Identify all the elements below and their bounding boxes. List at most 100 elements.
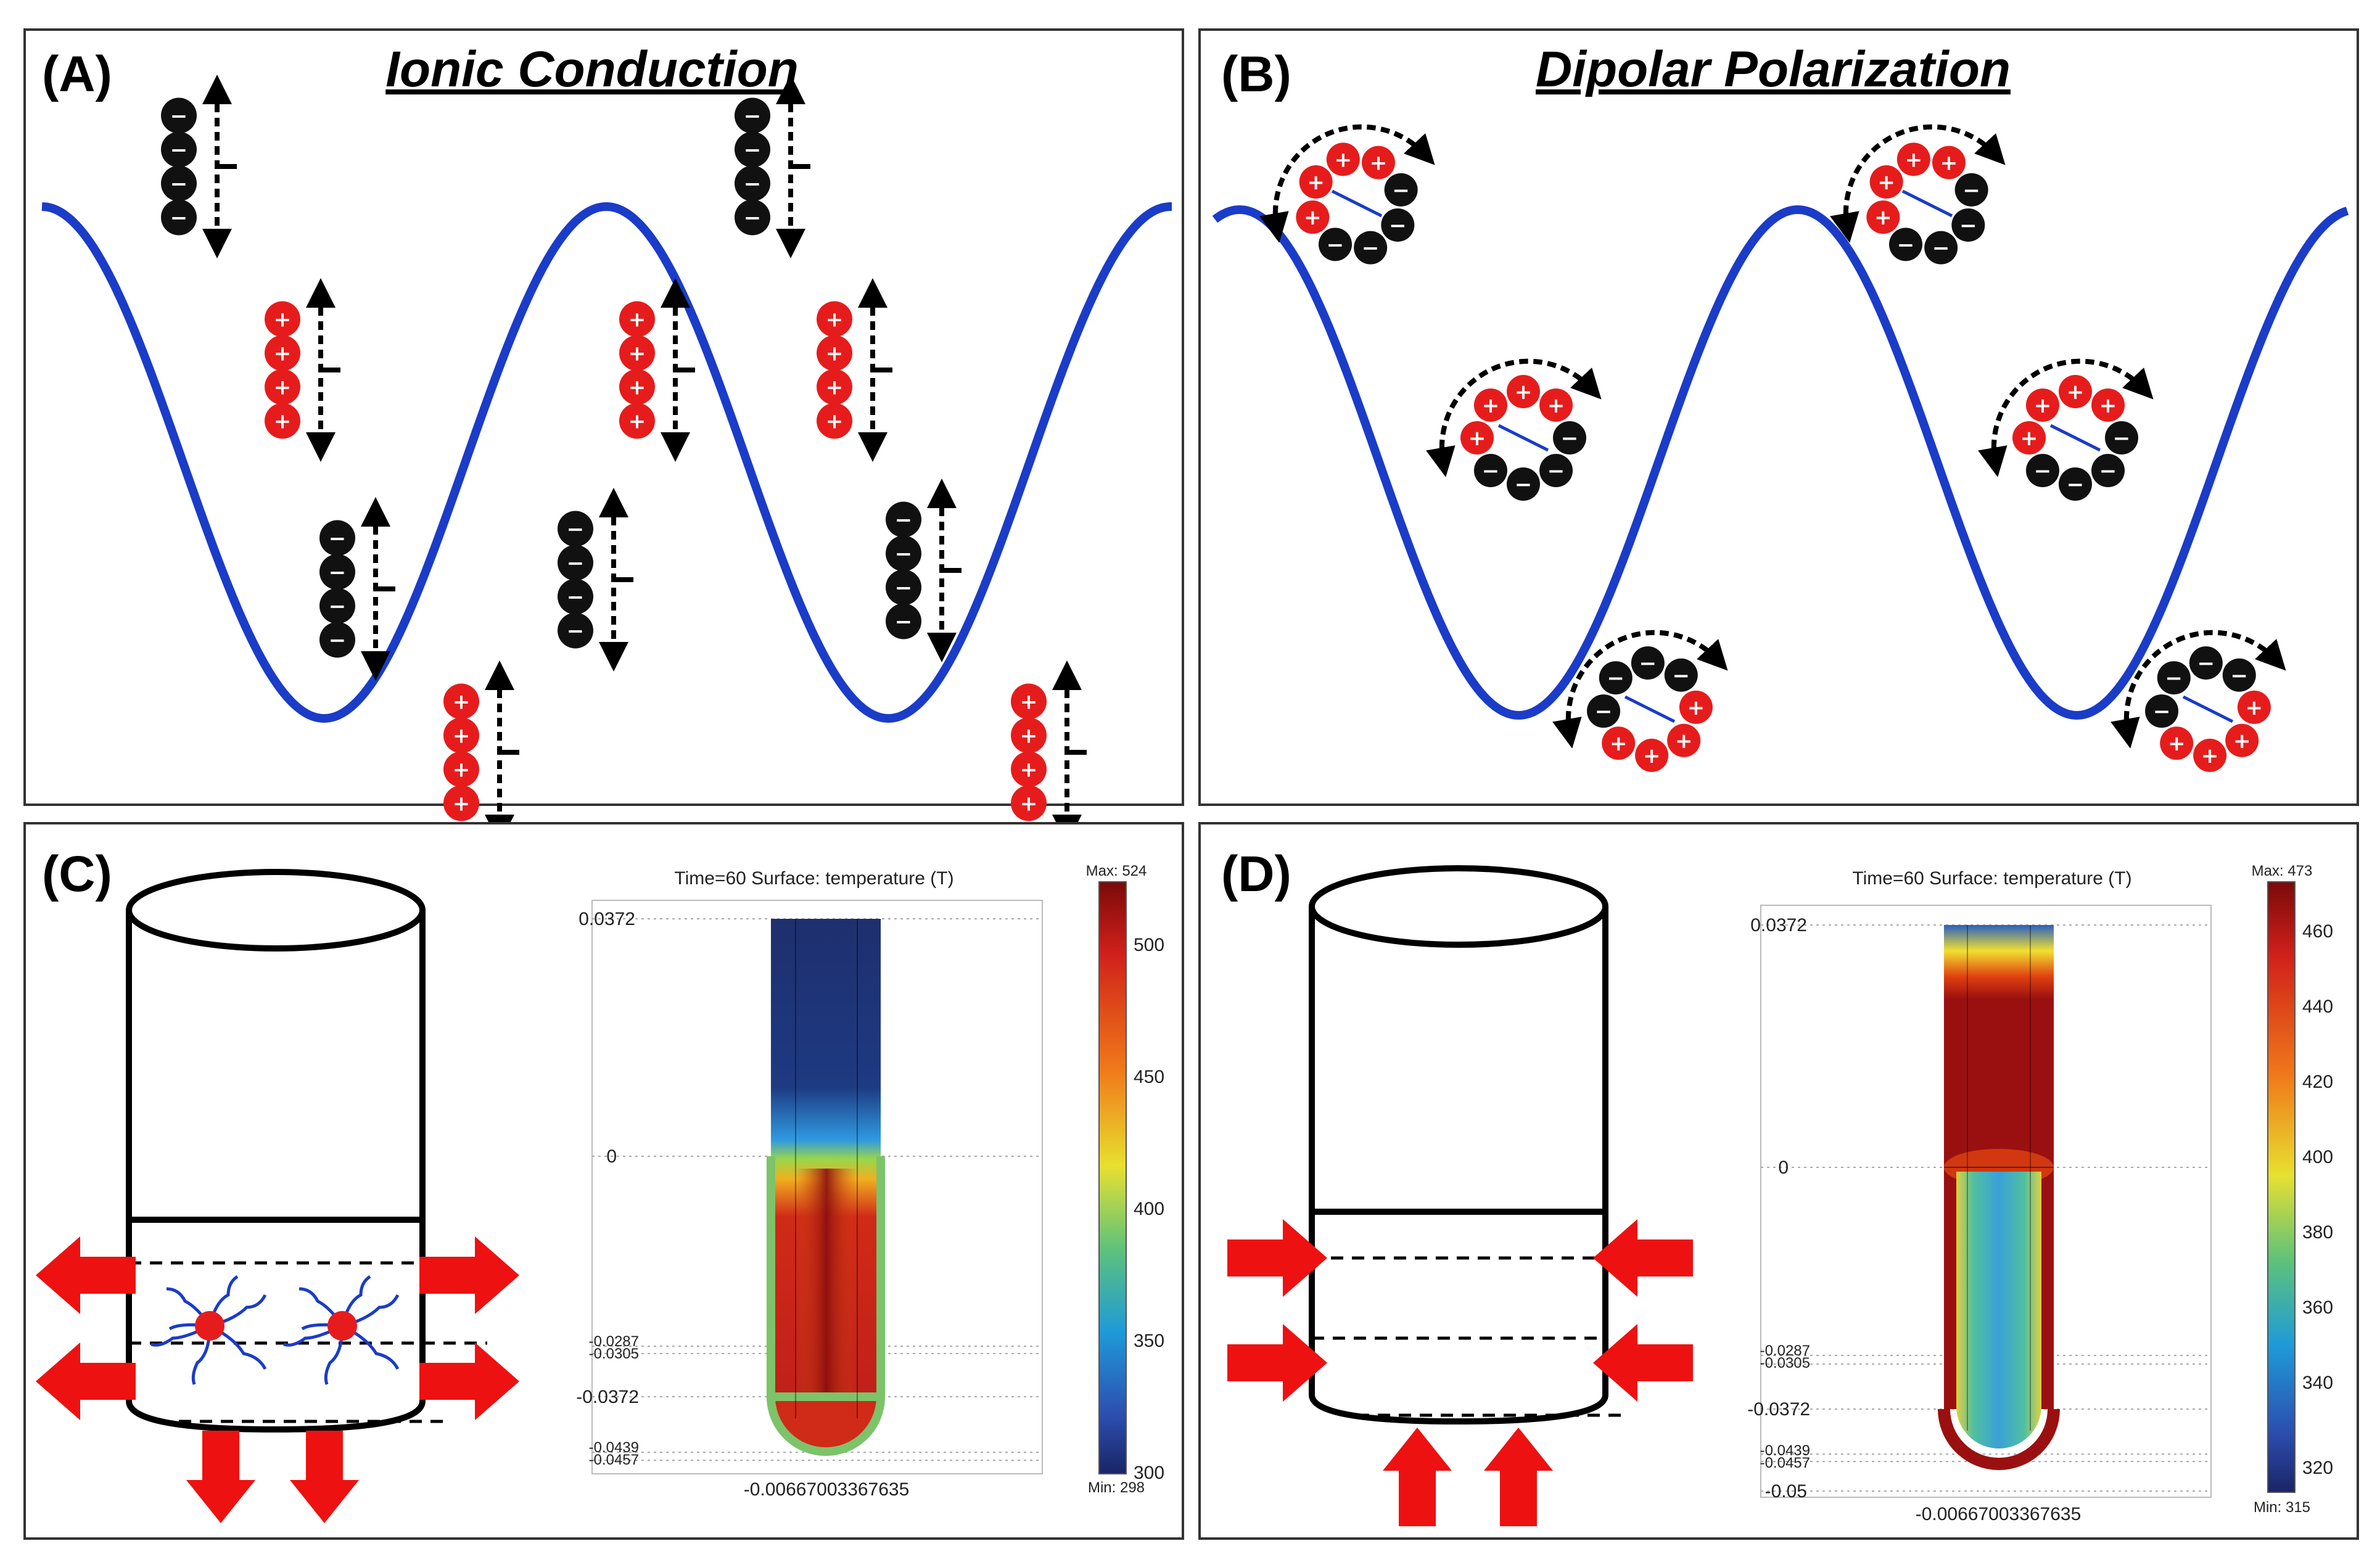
cb-tick: 500 (1134, 935, 1164, 955)
positive-ion: + (265, 335, 300, 371)
positive-ion-stack: ++++ (265, 278, 340, 462)
svg-text:+: + (1307, 170, 1325, 195)
svg-text:−: − (1327, 232, 1344, 257)
svg-text:−: − (1561, 426, 1579, 451)
svg-text:−: − (1932, 236, 1950, 261)
vessel-c (126, 869, 426, 1433)
cb-tick: 380 (2302, 1222, 2333, 1243)
negative-ion-stack: −−−− (735, 75, 810, 258)
negative-ion: − (1924, 231, 1958, 265)
svg-text:+: + (2201, 744, 2219, 768)
panel-a-label: (A) (42, 46, 112, 102)
cb-tick: 320 (2302, 1458, 2333, 1478)
positive-ion: + (443, 717, 479, 754)
y-tick: -0.0287 (589, 1333, 639, 1350)
svg-text:−: − (1639, 651, 1657, 676)
dipole-clusters-b: −−−−++++−−−−++++−−−−++++−−−−++++−−−−++++… (1259, 124, 2286, 772)
positive-ion: + (443, 785, 479, 821)
arrow-left-upper-c (36, 1236, 136, 1314)
svg-text:+: + (1515, 380, 1533, 405)
svg-text:+: + (2233, 729, 2251, 754)
negative-ion: − (1384, 173, 1418, 207)
svg-text:−: − (744, 172, 762, 197)
svg-text:−: − (895, 542, 913, 567)
svg-text:−: − (2165, 666, 2183, 691)
svg-text:−: − (2231, 664, 2249, 688)
svg-text:+: + (453, 690, 471, 715)
panel-c-label: (C) (42, 846, 112, 902)
negative-ion: − (1889, 228, 1923, 261)
positive-ion: + (619, 369, 655, 405)
positive-ion: + (1932, 146, 1966, 179)
positive-ion: + (619, 403, 655, 439)
sim-header-d: Time=60 Surface: temperature (T) (1852, 868, 2131, 889)
negative-ion: − (319, 520, 355, 556)
negative-ion: − (558, 511, 593, 547)
svg-text:+: + (1020, 758, 1038, 783)
positive-ion: + (817, 301, 852, 337)
negative-ion-stack: −−−− (319, 497, 395, 681)
positive-ion: + (1635, 738, 1669, 772)
svg-text:+: + (628, 409, 646, 434)
positive-ion: + (1539, 388, 1573, 422)
svg-text:+: + (826, 342, 844, 366)
svg-text:−: − (1897, 232, 1915, 257)
positive-ion: + (265, 301, 300, 337)
svg-text:+: + (628, 376, 646, 400)
positive-ion: + (2091, 388, 2125, 422)
positive-ion: + (2059, 375, 2092, 408)
svg-text:+: + (1020, 690, 1038, 715)
colorbar-min-d: Min: 315 (2254, 1499, 2310, 1516)
negative-ion: − (1599, 661, 1633, 695)
positive-ion: + (1011, 751, 1047, 787)
positive-ion: + (1361, 146, 1395, 179)
negative-ion: − (1553, 421, 1586, 454)
y-tick: -0.0457 (589, 1452, 639, 1468)
rotation-arrow (2110, 630, 2286, 749)
rotation-arrow (1978, 358, 2154, 477)
sim-gridlines-d (1761, 924, 2211, 1492)
y-tick: -0.0287 (1760, 1342, 1810, 1359)
svg-text:+: + (1610, 731, 1628, 756)
positive-ion: + (2237, 690, 2271, 724)
ion-stacks-a: −−−−++++−−−−++++−−−−++++−−−−++++−−−−++++ (161, 75, 1087, 844)
svg-text:+: + (274, 376, 292, 400)
y-tick: 0.0372 (579, 909, 635, 929)
arrow-down-left-c (186, 1431, 255, 1523)
y-tick: -0.0305 (589, 1346, 639, 1362)
negative-ion: − (1954, 173, 1988, 207)
svg-text:+: + (1020, 792, 1038, 816)
positive-ion: + (2160, 726, 2194, 760)
svg-text:+: + (2020, 426, 2038, 451)
sine-wave-b (1212, 205, 2349, 720)
svg-text:+: + (1335, 147, 1353, 172)
negative-ion: − (886, 535, 921, 572)
svg-text:+: + (453, 758, 471, 783)
negative-ion: − (558, 612, 593, 649)
negative-ion: − (319, 622, 355, 658)
negative-ion: − (161, 131, 197, 168)
svg-text:+: + (1905, 147, 1923, 172)
svg-text:−: − (567, 619, 585, 644)
positive-ion: + (1473, 388, 1507, 422)
positive-ion: + (1507, 375, 1540, 408)
svg-text:−: − (329, 628, 347, 653)
negative-ion: − (735, 165, 770, 202)
panel-b: (B) Dipolar Polarization −−−−++++−−−−+++… (1198, 28, 2359, 806)
positive-ion: + (2012, 421, 2046, 454)
svg-text:−: − (895, 576, 913, 601)
negative-ion: − (161, 199, 197, 236)
svg-text:−: − (1392, 178, 1410, 203)
sine-wave-a (41, 202, 1172, 723)
svg-text:+: + (2034, 393, 2052, 418)
svg-text:−: − (1673, 664, 1690, 688)
positive-ion: + (1011, 785, 1047, 821)
negative-ion: − (161, 97, 197, 134)
svg-text:−: − (1962, 178, 1980, 203)
positive-ion: + (443, 683, 479, 720)
positive-ion: + (619, 335, 655, 371)
svg-text:−: − (1607, 666, 1625, 691)
heat-arrows-c (36, 1236, 519, 1523)
arrow-left-lower-c (36, 1342, 136, 1420)
svg-text:−: − (1389, 213, 1407, 238)
